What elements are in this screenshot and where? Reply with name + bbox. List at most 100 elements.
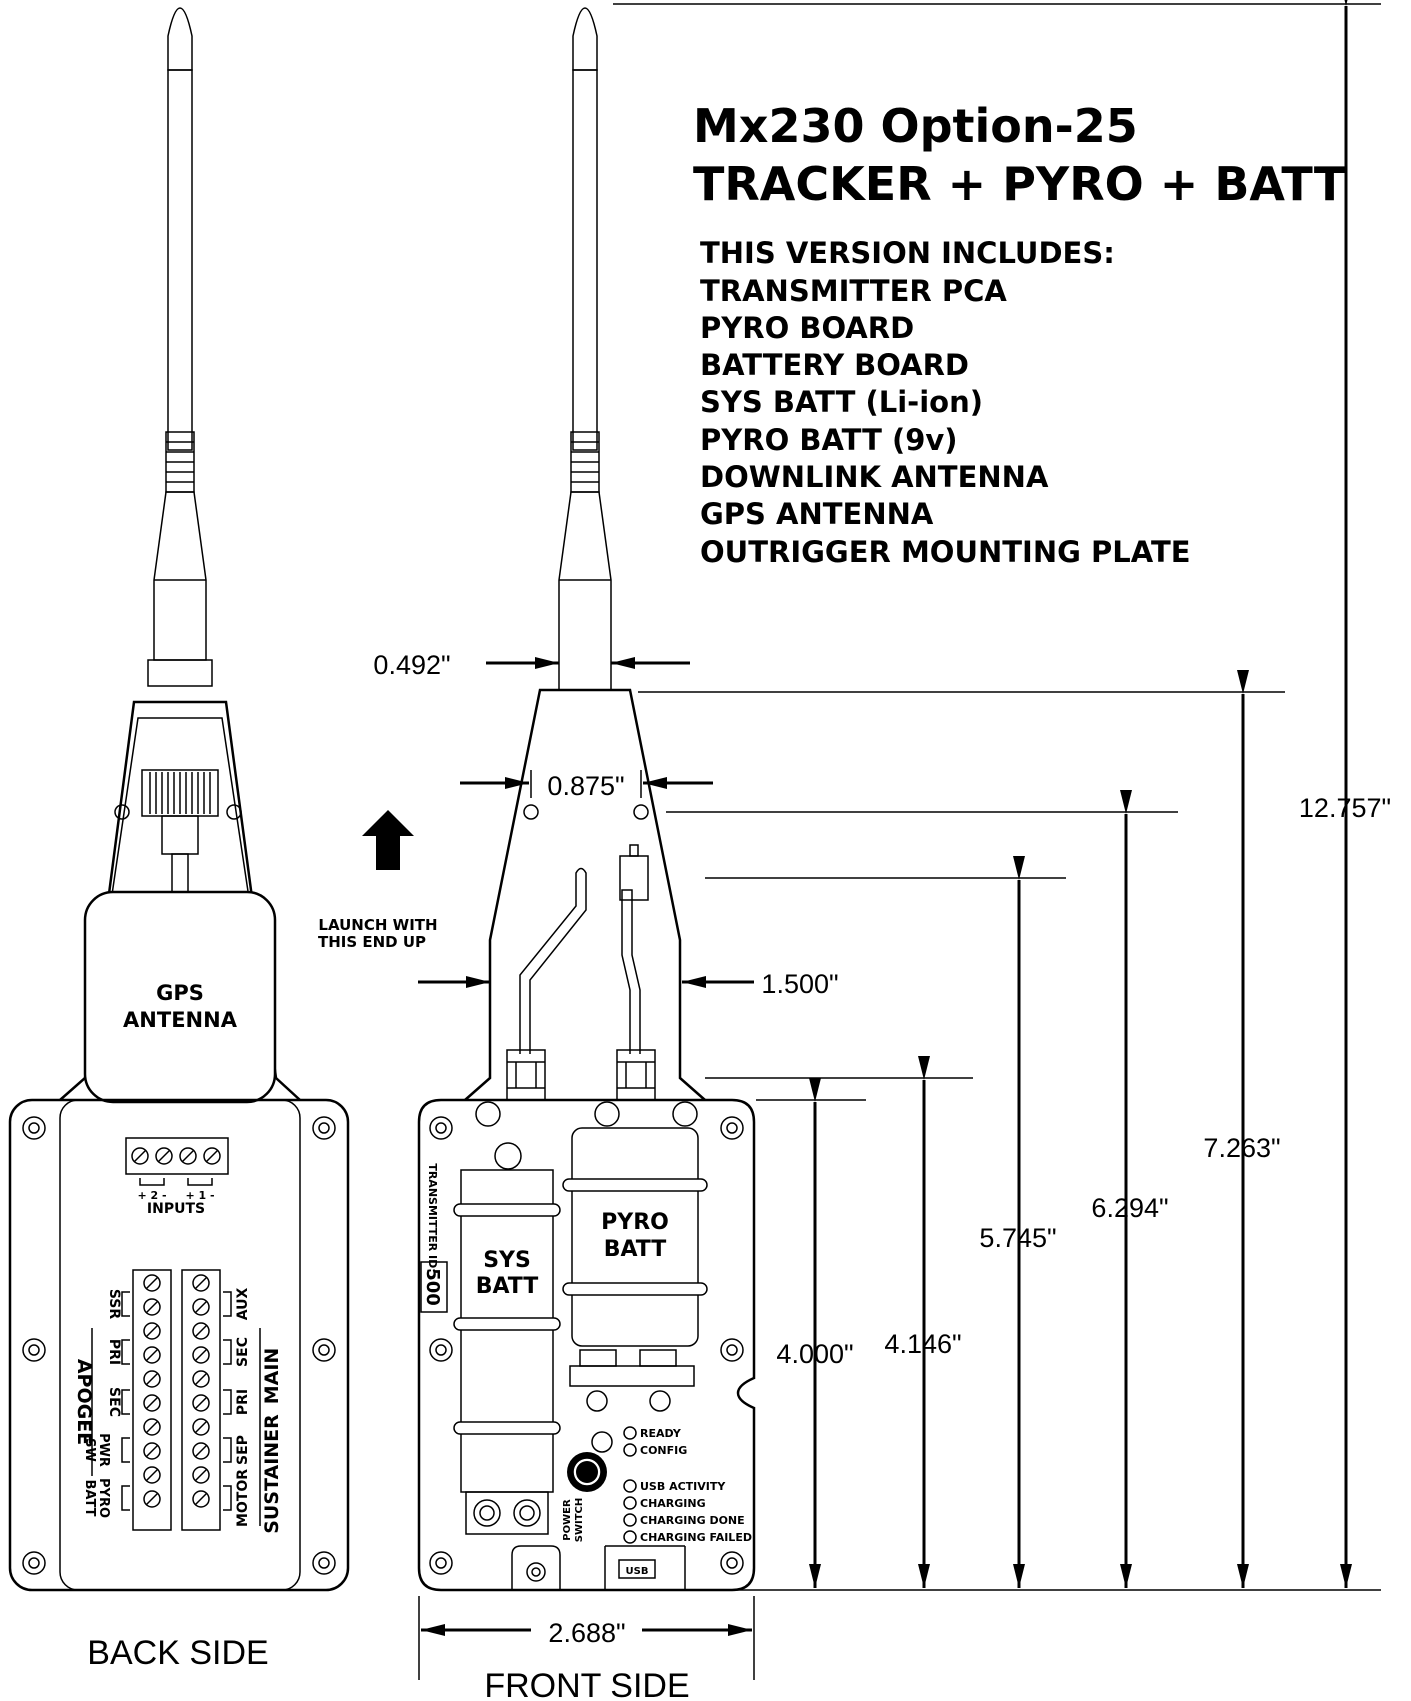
pyro-batt-label: BATT — [604, 1237, 667, 1262]
mount-hole — [114, 804, 130, 820]
terminal-screw-slot — [145, 1324, 159, 1338]
mount-hole — [226, 804, 242, 820]
terminal-screw — [192, 1298, 210, 1316]
gps-coax-cable — [519, 867, 587, 1054]
downlink-coax-cable — [621, 889, 641, 1054]
led-label: USB ACTIVITY — [640, 1480, 726, 1493]
downlink-antenna-back — [141, 7, 219, 899]
terminal-screw — [192, 1274, 210, 1292]
sma-connector — [616, 1049, 656, 1101]
dim-hole-spacing: 0.875" — [547, 771, 624, 801]
terminal-label-line: BATT — [82, 1480, 97, 1517]
led-label: CONFIG — [640, 1444, 687, 1457]
power-switch-label: POWER — [562, 1499, 573, 1541]
terminal-screw — [192, 1322, 210, 1340]
terminal-screw-slot — [194, 1300, 208, 1314]
transmitter-id-label: TRANSMITTER ID: — [426, 1163, 439, 1272]
terminal-screw — [143, 1394, 161, 1412]
include-item: TRANSMITTER PCA — [700, 274, 1007, 308]
terminal-screw-slot — [145, 1468, 159, 1482]
led-label: READY — [640, 1427, 682, 1440]
transmitter-id-box — [420, 1261, 448, 1313]
terminal-screw — [192, 1490, 210, 1508]
terminal-screw-slot — [194, 1324, 208, 1338]
led-label: CHARGING DONE — [640, 1514, 745, 1527]
sys-batt-label: BATT — [476, 1274, 539, 1299]
led-label: CHARGING — [640, 1497, 706, 1510]
terminal-label-pyro-batt: PYROBATT — [82, 1478, 111, 1518]
case-screw-holes — [22, 1116, 336, 1575]
terminal-screw — [143, 1298, 161, 1316]
led-charging-done — [623, 1513, 637, 1527]
title-line-2: TRACKER + PYRO + BATT — [693, 157, 1346, 211]
include-item: SYS BATT (Li-ion) — [700, 385, 983, 419]
led-charging — [623, 1496, 637, 1510]
include-item: PYRO BATT (9v) — [700, 423, 958, 457]
dim-body-height-value: 4.146" — [884, 1329, 961, 1359]
transmitter-id-value: 500 — [422, 1268, 443, 1306]
case-screw-holes — [429, 1101, 744, 1575]
includes-heading: THIS VERSION INCLUDES: — [700, 236, 1115, 270]
mounting-plate-front — [464, 688, 706, 1101]
terminal-screw — [143, 1490, 161, 1508]
power-switch[interactable] — [567, 1452, 607, 1492]
dim-case-height-value: 4.000" — [776, 1339, 853, 1369]
back-side-view: GPS ANTENNA + 2 - + 1 - INPUTS — [8, 7, 350, 1672]
terminal-screw-slot — [145, 1492, 159, 1506]
terminal-screw — [143, 1418, 161, 1436]
terminal-label-pri: PRI — [106, 1339, 122, 1365]
input-pair-label: + 1 - — [185, 1189, 214, 1202]
launch-note-line: LAUNCH WITH — [318, 916, 437, 934]
title-block: Mx230 Option-25 TRACKER + PYRO + BATT TH… — [693, 99, 1346, 569]
terminal-screw-slot — [194, 1468, 208, 1482]
terminal-label-aux: AUX — [235, 1288, 251, 1321]
terminal-screw — [143, 1466, 161, 1484]
terminal-screw-slot — [194, 1348, 208, 1362]
front-side-caption: FRONT SIDE — [484, 1667, 689, 1701]
terminal-label-pri: PRI — [235, 1389, 251, 1415]
terminal-screw-slot — [145, 1444, 159, 1458]
terminal-screw-slot — [145, 1396, 159, 1410]
terminal-screw — [192, 1346, 210, 1364]
dim-overall-height-value: 12.757" — [1299, 793, 1391, 823]
mounting-plate-back — [59, 700, 301, 1101]
terminal-label-motor: MOTOR — [235, 1469, 251, 1527]
terminal-screw-slot — [194, 1420, 208, 1434]
dim-to-connector-value: 5.745" — [979, 1223, 1056, 1253]
terminal-screw-slot — [145, 1372, 159, 1386]
dim-to-neck-value: 7.263" — [1203, 1133, 1280, 1163]
dim-body-width-value: 2.688" — [548, 1618, 625, 1648]
led-usb-activity — [623, 1479, 637, 1493]
status-leds-top: READY CONFIG — [623, 1426, 687, 1457]
sma-connector — [506, 1049, 546, 1101]
terminal-label-sec: SEC — [235, 1337, 251, 1367]
include-item: OUTRIGGER MOUNTING PLATE — [700, 535, 1191, 569]
terminal-screw-slot — [194, 1444, 208, 1458]
usb-port[interactable] — [618, 1559, 656, 1579]
terminal-screw-slot — [145, 1420, 159, 1434]
dim-antenna-width: 0.492" — [373, 650, 450, 680]
terminal-label-line: PWR — [96, 1433, 111, 1467]
terminal-label-sep: SEP — [235, 1435, 251, 1465]
terminal-label-sec: SEC — [106, 1387, 122, 1417]
terminal-screw — [143, 1322, 161, 1340]
terminal-screw — [143, 1346, 161, 1364]
pyro-batt-label: PYRO — [601, 1210, 669, 1235]
terminal-screw-slot — [194, 1492, 208, 1506]
include-item: GPS ANTENNA — [700, 497, 934, 531]
downlink-antenna-front — [558, 7, 612, 691]
mount-hole — [633, 804, 649, 820]
terminal-label-line: PYRO — [96, 1478, 111, 1518]
terminal-screw-slot — [194, 1372, 208, 1386]
gps-antenna-block — [83, 890, 277, 1104]
pyro-terminal-blocks — [91, 1269, 261, 1531]
group-label-apogee: APOGEE — [73, 1359, 95, 1445]
front-side-view: TRANSMITTER ID: 500 SYS BATT PYRO BATT — [417, 7, 756, 1701]
include-item: BATTERY BOARD — [700, 348, 969, 382]
title-line-1: Mx230 Option-25 — [693, 99, 1138, 153]
led-config — [623, 1443, 637, 1457]
back-side-caption: BACK SIDE — [87, 1634, 268, 1672]
include-item: PYRO BOARD — [700, 311, 914, 345]
gps-antenna-label: GPS — [156, 981, 204, 1005]
